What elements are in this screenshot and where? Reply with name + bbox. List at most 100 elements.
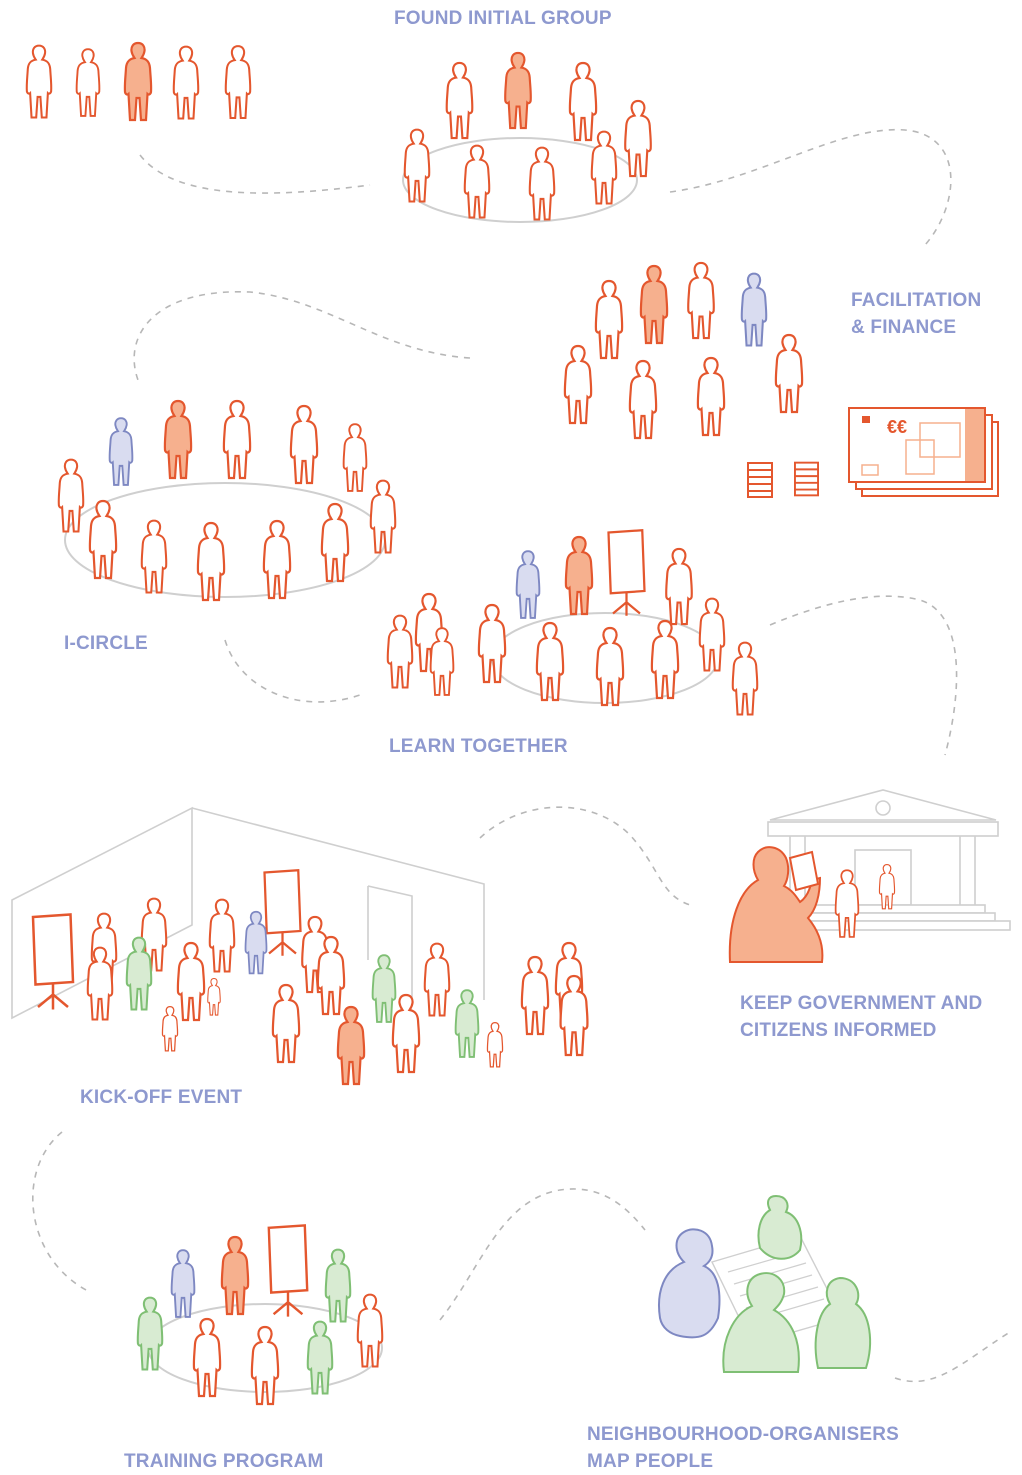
person-figure <box>665 547 693 626</box>
person-figure <box>624 99 652 178</box>
person-figure-highlight <box>163 399 193 480</box>
label-keep-government-informed: KEEP GOVERNMENT AND CITIZENS INFORMED <box>740 990 982 1044</box>
person-figure-highlight <box>564 535 594 616</box>
person-figure <box>88 499 118 580</box>
volunteer-figure <box>757 1194 803 1260</box>
person-figure <box>463 144 491 219</box>
volunteer-figure <box>371 954 397 1024</box>
facilitator-figure <box>108 417 134 487</box>
volunteer-figure <box>136 1296 164 1371</box>
person-figure <box>176 941 206 1022</box>
label-found-initial-group: FOUND INITIAL GROUP <box>394 8 612 29</box>
volunteer-figure <box>324 1248 352 1323</box>
volunteer-figure <box>306 1320 334 1395</box>
person-figure <box>196 521 226 602</box>
person-figure <box>57 458 85 533</box>
person-figure <box>595 626 625 707</box>
person-figure <box>774 333 804 414</box>
facilitator-figure <box>170 1249 196 1319</box>
person-figure <box>650 619 680 700</box>
child-figure <box>207 977 221 1016</box>
person-figure-highlight <box>639 264 669 345</box>
person-figure-highlight <box>336 1005 366 1086</box>
person-figure <box>75 48 101 118</box>
facilitator-figure <box>658 1228 721 1339</box>
person-figure <box>594 279 624 360</box>
person-figure <box>590 130 618 205</box>
person-figure <box>172 45 200 120</box>
label-line: MAP PEOPLE <box>587 1451 714 1472</box>
person-figure <box>192 1317 222 1398</box>
journey-path <box>32 128 1011 1383</box>
person-figure <box>342 423 368 493</box>
person-figure <box>477 603 507 684</box>
person-figure <box>687 261 715 340</box>
flipchart-icon <box>263 869 302 957</box>
coin-stack-icon <box>747 462 773 498</box>
person-figure <box>222 399 252 480</box>
found-initial-group-scene <box>25 41 652 223</box>
label-line: CITIZENS INFORMED <box>740 1020 937 1041</box>
person-figure <box>208 898 236 973</box>
volunteer-figure <box>814 1276 872 1369</box>
person-figure-highlight <box>123 41 153 122</box>
person-figure <box>445 61 474 140</box>
speaker-with-document <box>728 846 824 963</box>
flipchart-icon <box>607 529 646 617</box>
facilitator-figure <box>515 550 541 620</box>
person-figure <box>563 344 593 425</box>
person-figure <box>140 519 168 594</box>
person-figure <box>403 128 431 203</box>
person-figure <box>262 519 292 600</box>
child-figure <box>161 1005 179 1052</box>
volunteer-figure <box>454 989 480 1059</box>
person-figure <box>369 479 397 554</box>
volunteer-figure <box>722 1272 800 1373</box>
kick-off-event-scene <box>11 806 589 1086</box>
flipchart-icon <box>31 913 75 1011</box>
person-figure <box>698 597 726 672</box>
label-training-program: TRAINING PROGRAM <box>124 1451 324 1472</box>
person-figure <box>271 983 301 1064</box>
town-hall-scene <box>728 789 1011 963</box>
person-figure <box>731 641 759 716</box>
label-line: KEEP GOVERNMENT AND <box>740 993 983 1014</box>
label-learn-together: LEARN TOGETHER <box>389 736 568 757</box>
training-program-scene <box>136 1224 384 1406</box>
label-i-circle: I-CIRCLE <box>64 633 148 654</box>
facilitation-finance-scene: €€ <box>563 261 999 498</box>
label-map-people: NEIGHBOURHOOD-ORGANISERS MAP PEOPLE <box>587 1421 899 1475</box>
map-people-scene <box>658 1194 872 1373</box>
person-figure <box>535 621 565 702</box>
person-figure <box>25 44 53 119</box>
label-facilitation-finance: FACILITATION & FINANCE <box>851 287 981 341</box>
child-figure <box>486 1021 504 1068</box>
person-figure <box>320 502 350 583</box>
label-kick-off-event: KICK-OFF EVENT <box>80 1087 243 1108</box>
person-figure <box>568 61 598 142</box>
person-figure <box>289 404 319 485</box>
learn-together-scene <box>386 529 759 716</box>
banknote-icon: €€ <box>848 407 999 497</box>
person-figure-highlight <box>504 51 532 130</box>
label-line: NEIGHBOURHOOD-ORGANISERS <box>587 1424 899 1445</box>
person-figure <box>356 1293 384 1368</box>
person-figure <box>696 356 726 437</box>
person-figure <box>520 955 550 1036</box>
facilitator-figure <box>244 910 268 975</box>
meeting-circle <box>402 137 638 223</box>
person-figure-highlight <box>220 1235 250 1316</box>
person-figure <box>391 993 421 1074</box>
person-figure <box>224 45 252 120</box>
facilitator-figure <box>740 272 768 347</box>
person-figure <box>386 614 414 689</box>
label-line: FACILITATION <box>851 290 982 311</box>
coin-stack-icon <box>793 461 820 497</box>
label-line: & FINANCE <box>851 317 957 338</box>
person-figure <box>423 942 451 1017</box>
person-figure <box>528 146 556 221</box>
currency-symbol: €€ <box>887 417 907 437</box>
person-figure <box>628 359 658 440</box>
i-circle-scene <box>57 399 397 602</box>
